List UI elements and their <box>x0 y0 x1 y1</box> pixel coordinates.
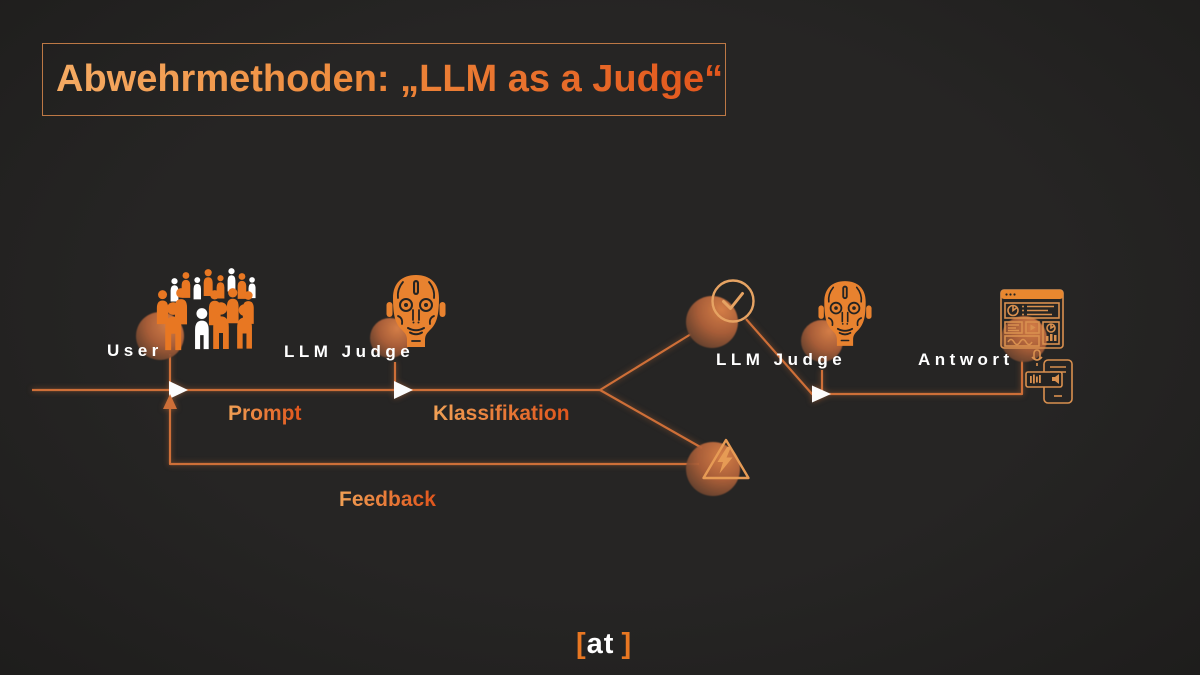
warning-lightning-icon <box>700 436 752 489</box>
slide-title: Abwehrmethoden: „LLM as a Judge“ <box>56 58 724 100</box>
robot-judge-head-icon <box>386 274 446 353</box>
crowd-icon <box>150 264 260 359</box>
check-to-antwort-line <box>745 318 1024 396</box>
arrow-up-icon <box>163 394 177 409</box>
title-box: Abwehrmethoden: „LLM as a Judge“ <box>42 43 726 116</box>
robot-judge-head-icon <box>818 280 872 352</box>
antwort-node-label: Antwort <box>918 350 1014 369</box>
dashboard-devices-icon <box>1000 284 1080 409</box>
user-node-label: User <box>107 341 163 360</box>
check-circle-icon <box>709 277 757 330</box>
llm-judge-node-label: LLM Judge <box>716 350 847 369</box>
feedback-loop-line <box>168 404 699 466</box>
at-logo: [at] <box>576 628 632 661</box>
arrow-right-icon <box>812 385 831 403</box>
llm-judge-node-label: LLM Judge <box>284 342 415 361</box>
arrow-right-icon <box>394 381 413 399</box>
prompt-edge-label: Prompt <box>228 402 302 425</box>
branch-down-line <box>599 389 703 449</box>
branch-up-line <box>599 333 692 391</box>
feedback-edge-label: Feedback <box>339 488 436 511</box>
glow-blob <box>686 442 740 496</box>
klassifikation-edge-label: Klassifikation <box>433 402 570 425</box>
logo-text: at <box>586 628 615 660</box>
logo-bracket-open: [ <box>576 628 587 660</box>
arrow-right-icon <box>169 381 188 399</box>
logo-bracket-close: ] <box>621 628 633 660</box>
